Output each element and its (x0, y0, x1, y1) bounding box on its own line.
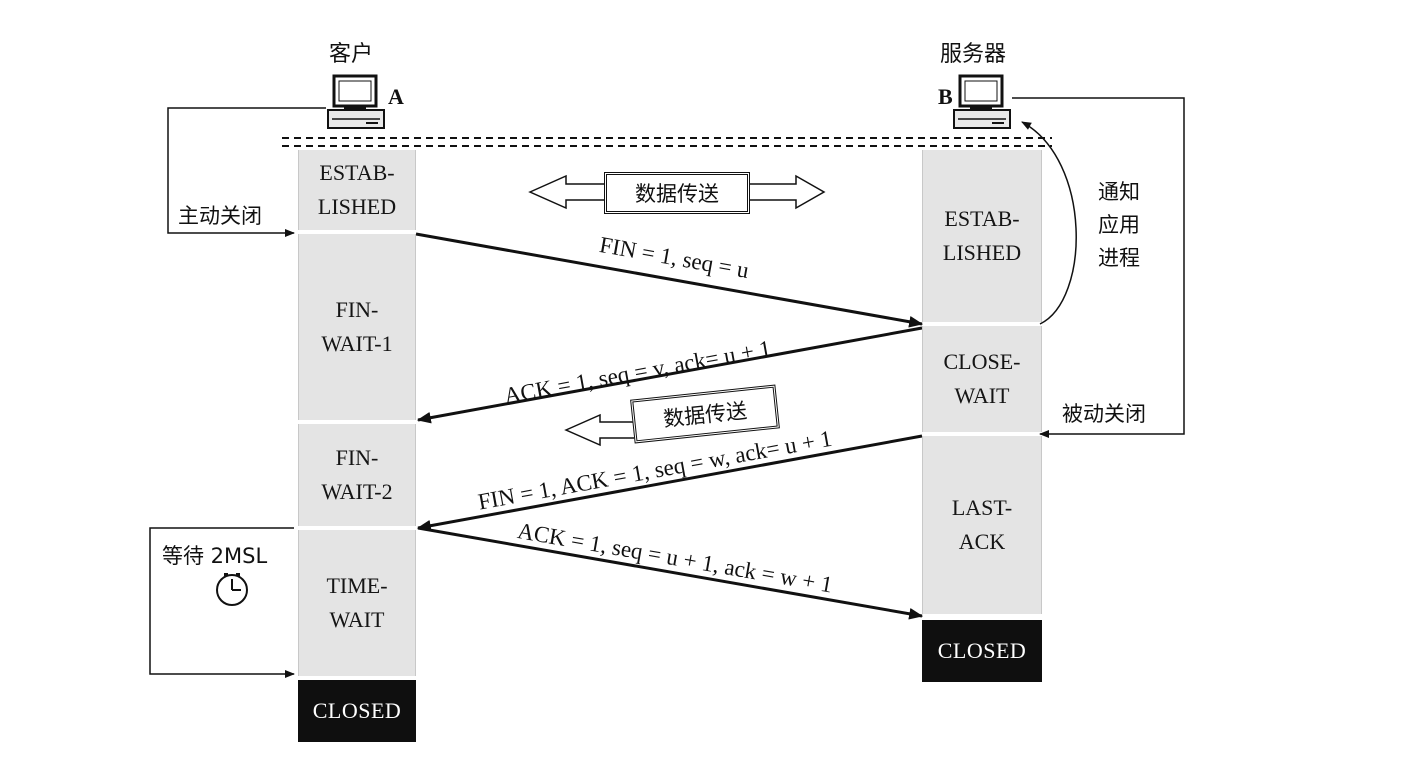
passive-close-connector (1012, 97, 1185, 438)
server-state-last-ack: LAST-ACK (922, 436, 1042, 614)
client-state-established: ESTAB-LISHED (298, 150, 416, 230)
wait-2msl-connector (149, 527, 295, 678)
wait-2msl-label: 等待 2MSL (162, 544, 268, 568)
msg-arrow-fin (415, 232, 924, 328)
active-close-connector (167, 107, 326, 237)
passive-close-label: 被动关闭 (1062, 402, 1146, 426)
client-state-time-wait: TIME-WAIT (298, 530, 416, 676)
client-state-fin-wait-1: FIN-WAIT-1 (298, 234, 416, 420)
msg-arrow-fin-ack (416, 434, 923, 532)
msg-arrow-ack (416, 326, 923, 424)
server-state-closed: CLOSED (922, 620, 1042, 682)
server-state-established: ESTAB-LISHED (922, 150, 1042, 322)
client-state-fin-wait-2: FIN-WAIT-2 (298, 424, 416, 526)
server-computer-icon (953, 74, 1011, 129)
server-host-label: B (938, 84, 953, 109)
notify-app-arrow (1021, 121, 1077, 325)
notify-app-label: 通知 应用 进程 (1098, 180, 1140, 270)
client-computer-icon (327, 74, 385, 129)
timeline-dashed-line (282, 137, 1052, 147)
client-state-closed: CLOSED (298, 680, 416, 742)
client-title: 客户 (329, 42, 374, 67)
client-host-label: A (388, 84, 404, 109)
server-title: 服务器 (940, 42, 1007, 67)
data-transfer-label-top: 数据传送 (604, 172, 750, 214)
clock-icon (216, 573, 248, 606)
server-state-close-wait: CLOSE-WAIT (922, 326, 1042, 432)
active-close-label: 主动关闭 (178, 204, 262, 228)
msg-arrow-final-ack (417, 526, 924, 620)
